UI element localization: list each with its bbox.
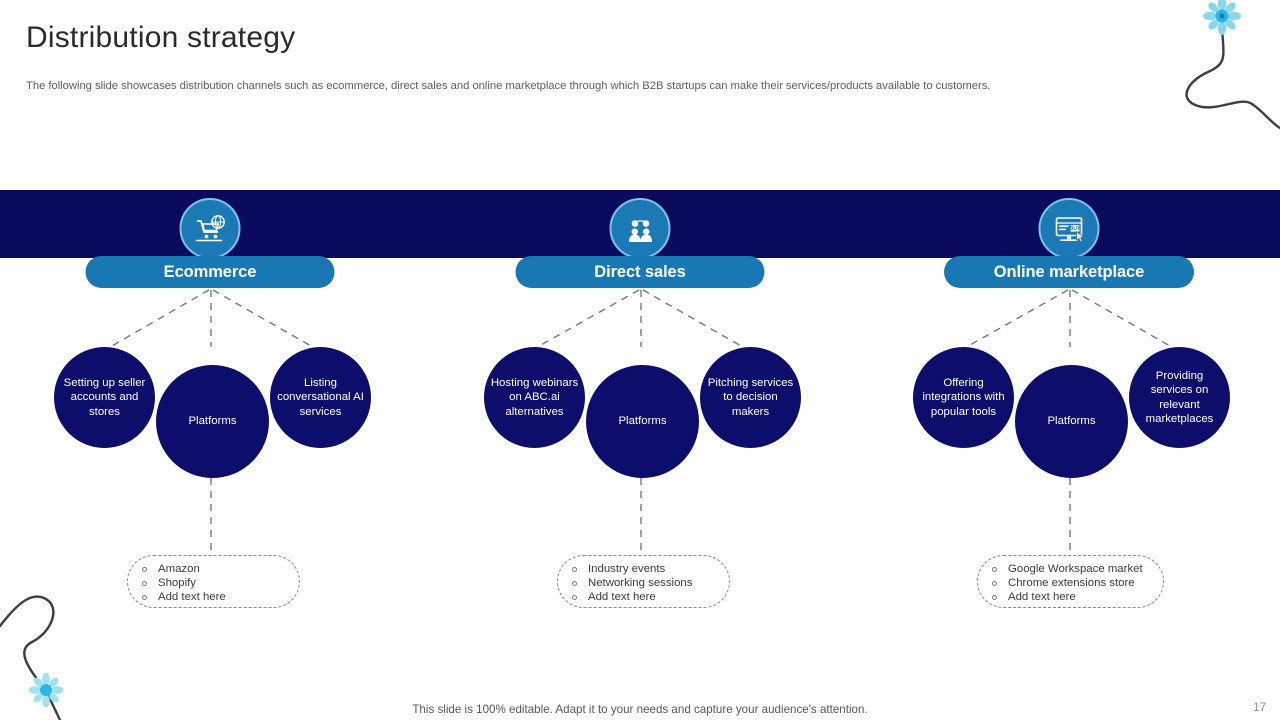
connector-lines-online-marketplace: [960, 289, 1178, 556]
bullet-ring-icon: [572, 580, 577, 586]
node-online-marketplace-left[interactable]: Offering integrations with popular tools: [913, 347, 1014, 448]
list-item-label: Industry events: [588, 563, 666, 575]
bullet-ring-icon: [992, 594, 997, 600]
node-direct-sales-center[interactable]: Platforms: [586, 365, 699, 478]
list-item-label: Add text here: [588, 591, 656, 603]
list-item-label: Add text here: [1008, 591, 1076, 603]
monitor-buy-cursor-icon: BUY: [1038, 198, 1100, 259]
bullet-ring-icon: [992, 580, 997, 586]
svg-text:BUY: BUY: [1069, 226, 1080, 232]
list-item-label: Add text here: [158, 591, 226, 603]
node-direct-sales-right[interactable]: Pitching services to decision makers: [700, 347, 801, 448]
list-item[interactable]: Shopify: [128, 576, 299, 590]
bullet-ring-icon: [142, 566, 147, 572]
column-online-marketplace: BUY Online marketplace Offering integrat…: [859, 0, 1279, 720]
list-item[interactable]: Google Workspace market: [978, 562, 1163, 576]
node-online-marketplace-center[interactable]: Platforms: [1015, 365, 1128, 478]
page-title: Distribution strategy: [26, 21, 296, 54]
bullet-ring-icon: [142, 580, 147, 586]
node-ecommerce-center[interactable]: Platforms: [156, 365, 269, 478]
list-item-label: Networking sessions: [588, 577, 693, 589]
two-people-exchange-icon: [609, 198, 671, 259]
bullet-ring-icon: [572, 566, 577, 572]
node-ecommerce-right[interactable]: Listing conversational AI services: [270, 347, 371, 448]
list-item[interactable]: Networking sessions: [558, 576, 729, 590]
page-number: 17: [1253, 702, 1266, 714]
list-item[interactable]: Add text here: [558, 590, 729, 604]
list-item[interactable]: Amazon: [128, 562, 299, 576]
column-title-online-marketplace[interactable]: Online marketplace: [944, 256, 1194, 288]
bullet-ring-icon: [142, 594, 147, 600]
list-box-online-marketplace: Google Workspace market Chrome extension…: [977, 555, 1164, 608]
list-item-label: Shopify: [158, 577, 196, 589]
list-item[interactable]: Industry events: [558, 562, 729, 576]
list-item[interactable]: Add text here: [978, 590, 1163, 604]
node-direct-sales-left[interactable]: Hosting webinars on ABC.ai alternatives: [484, 347, 585, 448]
bullet-ring-icon: [992, 566, 997, 572]
list-box-ecommerce: Amazon Shopify Add text here: [127, 555, 300, 608]
connector-lines-ecommerce: [104, 289, 319, 556]
footer-note: This slide is 100% editable. Adapt it to…: [412, 703, 868, 716]
list-item-label: Amazon: [158, 563, 200, 575]
shopping-cart-globe-icon: [179, 198, 241, 259]
list-item-label: Chrome extensions store: [1008, 577, 1135, 589]
column-direct-sales: Direct sales Hosting webinars on ABC.ai …: [430, 0, 850, 720]
column-title-ecommerce[interactable]: Ecommerce: [85, 256, 335, 288]
page-subtitle: The following slide showcases distributi…: [26, 80, 991, 92]
list-item-label: Google Workspace market: [1008, 563, 1143, 575]
list-item[interactable]: Add text here: [128, 590, 299, 604]
list-item[interactable]: Chrome extensions store: [978, 576, 1163, 590]
node-online-marketplace-right[interactable]: Providing services on relevant marketpla…: [1129, 347, 1230, 448]
node-ecommerce-left[interactable]: Setting up seller accounts and stores: [54, 347, 155, 448]
list-box-direct-sales: Industry events Networking sessions Add …: [557, 555, 730, 608]
bullet-ring-icon: [572, 594, 577, 600]
column-title-direct-sales[interactable]: Direct sales: [515, 256, 765, 288]
connector-lines-direct-sales: [531, 289, 749, 556]
column-ecommerce: Ecommerce Setting up seller accounts and…: [0, 0, 420, 720]
